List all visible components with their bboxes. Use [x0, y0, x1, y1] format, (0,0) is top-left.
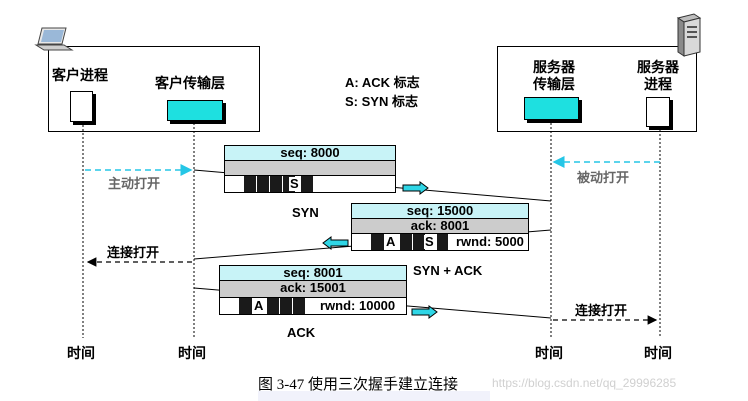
client-process-box [70, 91, 93, 122]
synack-segment-name: SYN + ACK [413, 263, 483, 278]
syn-direction-arrow [402, 181, 429, 195]
server-transport-label-1: 服务器 [533, 59, 575, 75]
figure-caption: 图 3-47 使用三次握手建立连接 [258, 377, 458, 393]
synack-flag-s: S [424, 234, 435, 249]
syn-flags-row: S [224, 175, 396, 193]
watermark: https://blog.csdn.net/qq_29996285 [492, 376, 677, 390]
caption-bar [258, 391, 490, 401]
ack-ack-row: ack: 15001 [219, 280, 407, 298]
synack-flags-row: A S rwnd: 5000 [351, 233, 529, 251]
syn-seq-row: seq: 8000 [224, 145, 396, 161]
ack-direction-arrow [411, 305, 438, 319]
server-transport-box [524, 97, 579, 120]
synack-rwnd: rwnd: 5000 [456, 234, 524, 249]
server-connect-open-label: 连接打开 [575, 303, 628, 318]
ack-flag-a: A [253, 298, 265, 313]
legend-ack: A: ACK 标志 [345, 75, 420, 90]
laptop-icon [34, 27, 74, 51]
active-open-label: 主动打开 [108, 176, 161, 191]
server-process-time-label: 时间 [644, 345, 672, 361]
legend-syn: S: SYN 标志 [345, 94, 418, 109]
server-process-label-1: 服务器 [637, 59, 679, 75]
client-transport-label: 客户传输层 [155, 75, 225, 91]
client-transport-box [167, 100, 223, 121]
ack-flags-row: A rwnd: 10000 [219, 297, 407, 315]
ack-segment-name: ACK [287, 325, 316, 340]
server-process-box [646, 97, 670, 127]
server-transport-time-label: 时间 [535, 345, 563, 361]
client-process-time-label: 时间 [67, 345, 95, 361]
synack-direction-arrow [322, 236, 349, 250]
client-connect-open-label: 连接打开 [107, 245, 160, 260]
synack-flag-a: A [385, 234, 397, 249]
client-process-label: 客户进程 [52, 67, 108, 83]
syn-segment-name: SYN [292, 205, 319, 220]
syn-flag-s: S [289, 176, 300, 191]
passive-open-label: 被动打开 [577, 170, 630, 185]
ack-rwnd: rwnd: 10000 [320, 298, 396, 313]
server-tower-icon [676, 13, 702, 57]
server-transport-label-2: 传输层 [533, 76, 575, 92]
syn-gray-row [224, 160, 396, 176]
synack-ack-row: ack: 8001 [351, 218, 529, 234]
ack-seq-row: seq: 8001 [219, 265, 407, 281]
synack-seq-row: seq: 15000 [351, 203, 529, 219]
client-transport-time-label: 时间 [178, 345, 206, 361]
server-process-label-2: 进程 [644, 76, 672, 92]
